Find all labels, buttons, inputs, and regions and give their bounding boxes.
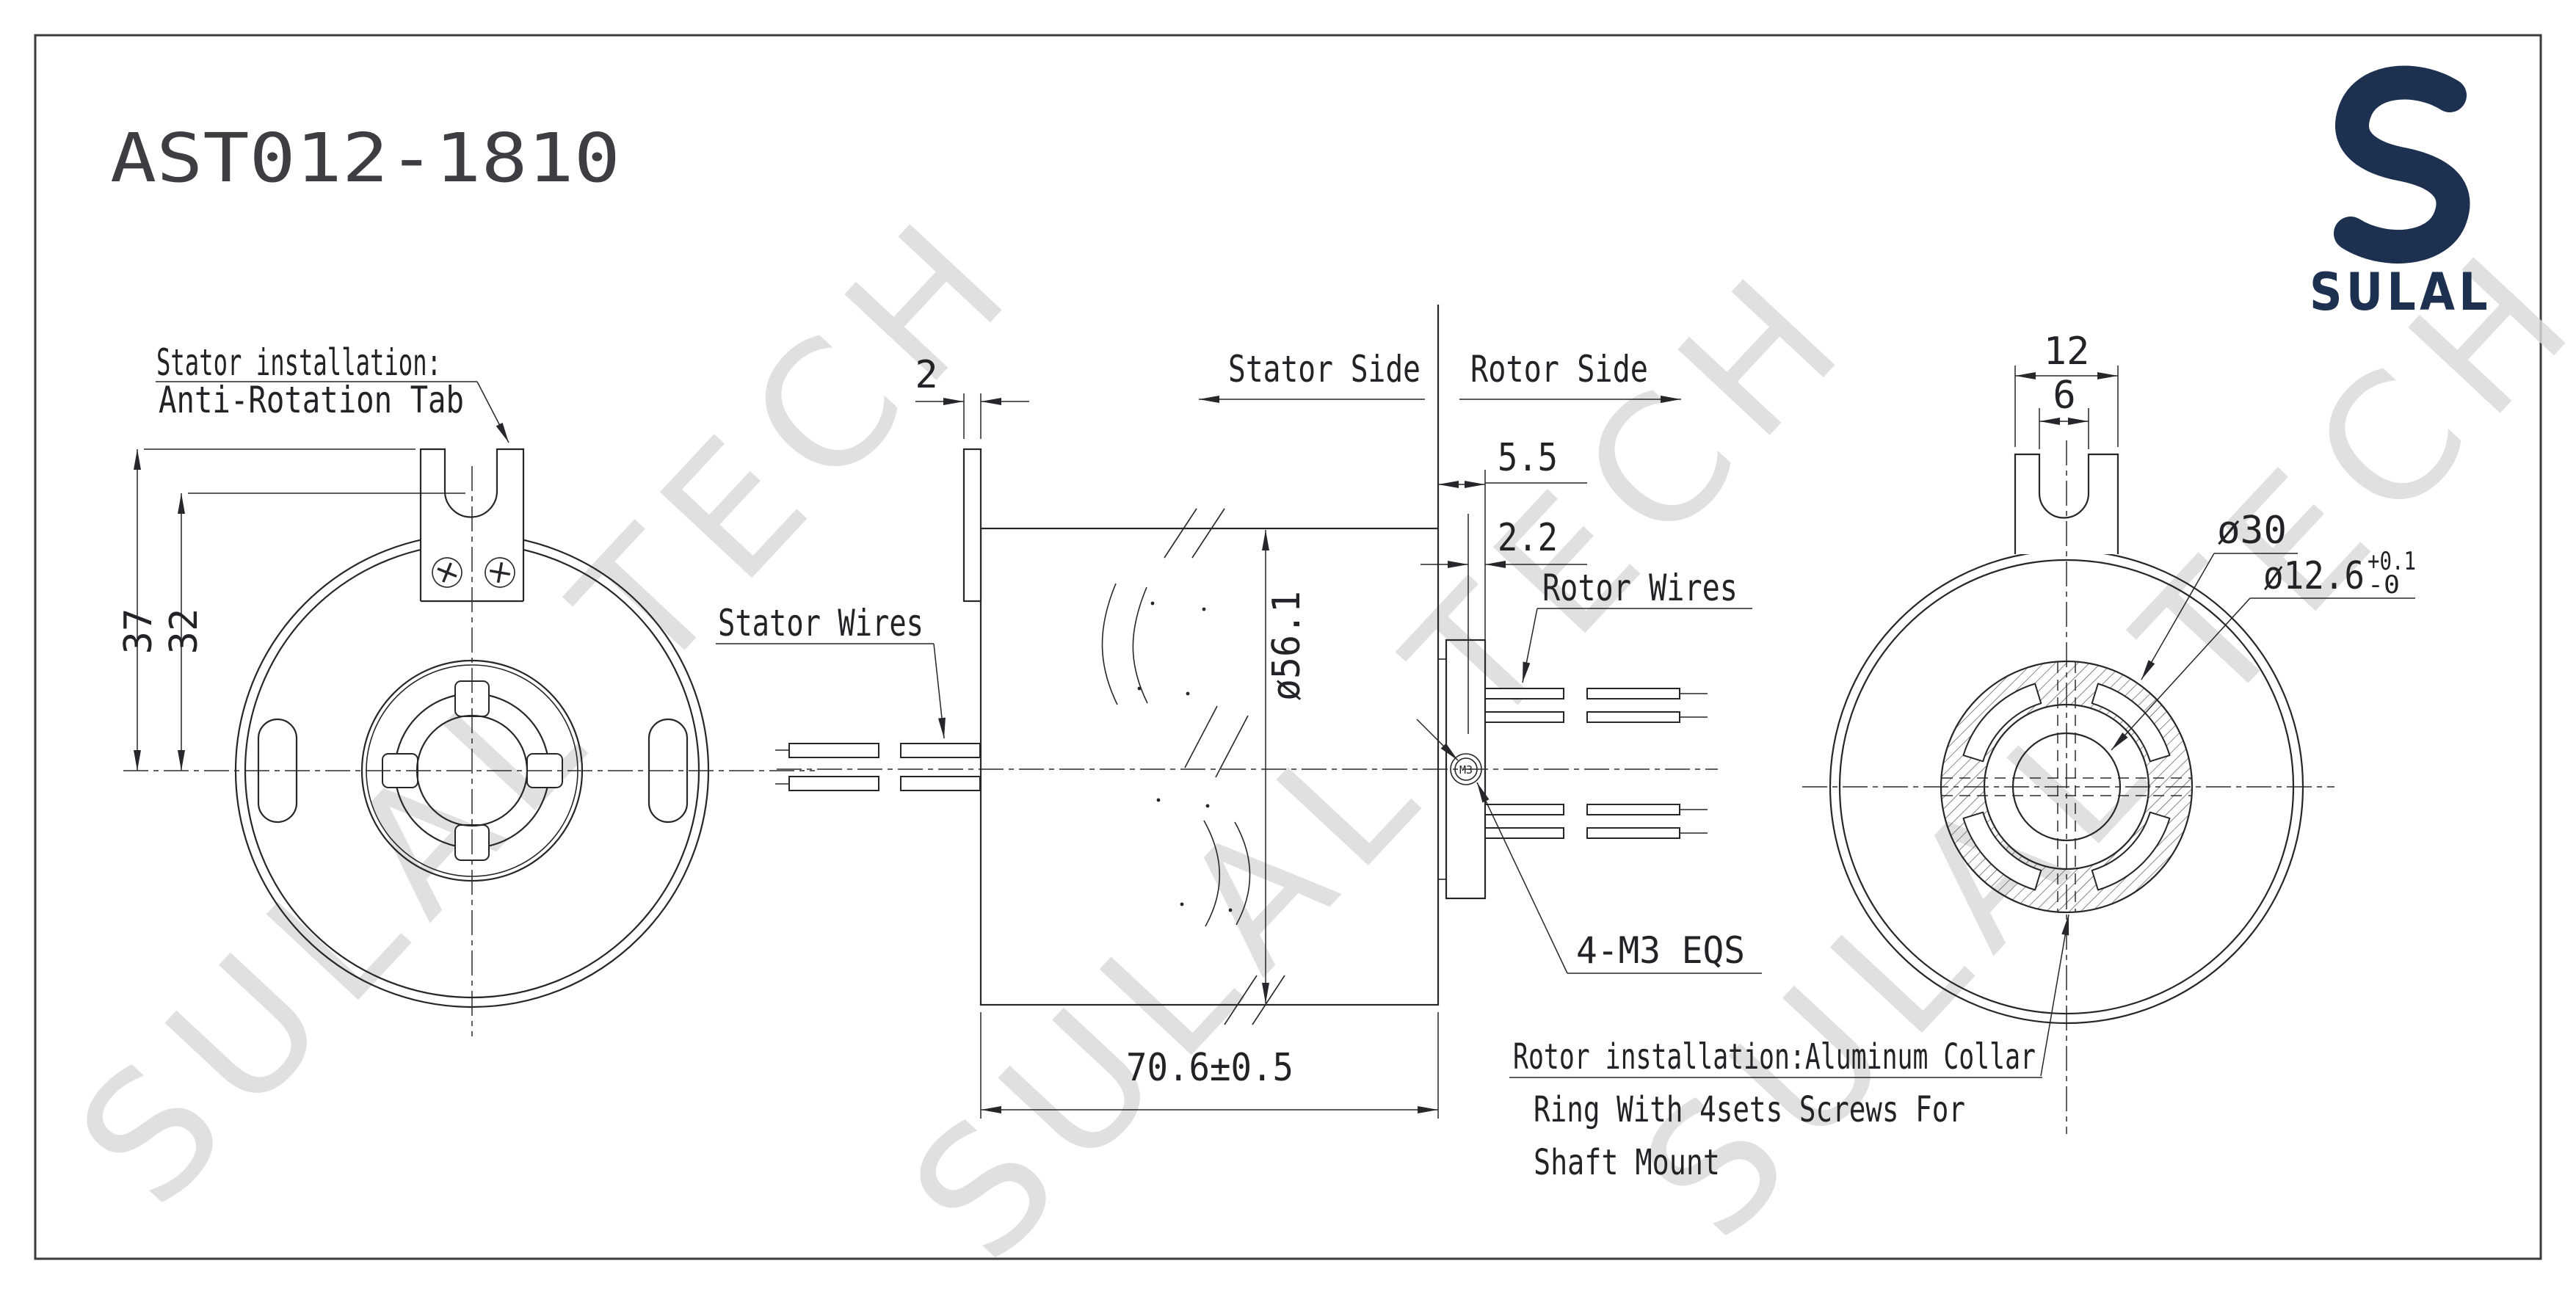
dim-30-text: ø30	[2217, 509, 2287, 553]
rotor-note-line1: Rotor installation:Aluminum Collar	[1513, 1036, 2036, 1077]
front-view: 37 32 Stator installation: Anti-Rotation…	[117, 341, 815, 1036]
stator-side-label: Stator Side	[1228, 348, 1421, 390]
logo: SULAL	[2310, 65, 2492, 322]
tab-screw-left	[432, 557, 462, 588]
dim-55-text: 5.5	[1498, 436, 1558, 480]
rotor-end-view: 12 6 ø30 ø12.6 +0.1 -0 Rotor installatio…	[1509, 330, 2416, 1183]
kidney-slot-ne	[2091, 683, 2171, 763]
stator-wires	[775, 743, 981, 791]
kidney-slot-sw	[1962, 811, 2042, 891]
stator-installation-label-2: Anti-Rotation Tab	[159, 379, 464, 421]
rotor-side-label: Rotor Side	[1470, 348, 1648, 390]
dim-6-text: 6	[2053, 374, 2075, 418]
stator-installation-leader	[476, 381, 509, 443]
screw-spec-leader	[1476, 782, 1568, 974]
kidney-slot-se	[2091, 811, 2171, 891]
screw-spec-label: 4-M3 EQS	[1576, 929, 1745, 972]
dim-126-leader	[2111, 597, 2251, 751]
tab-screw-right	[485, 557, 515, 588]
screw-pointer-leader	[1416, 719, 1459, 761]
kidney-slot-nw	[1962, 683, 2042, 763]
stator-wires-leader	[933, 643, 946, 739]
watermark-text: SULAL TECH	[41, 174, 1057, 1243]
dim-126-text: ø12.6	[2263, 554, 2365, 598]
dim-32-text: 32	[162, 608, 206, 655]
rotor-note-line3: Shaft Mount	[1534, 1142, 1720, 1183]
rotor-wires-leader	[1522, 608, 1538, 683]
rotor-note-leader	[2040, 914, 2069, 1077]
dim-12-text: 12	[2044, 330, 2090, 374]
drawing-title: AST012-1810	[110, 119, 620, 197]
body-outline	[979, 527, 1440, 1006]
m3-screw-mark: M3	[1459, 763, 1473, 777]
rotor-view-tab	[2014, 453, 2119, 554]
dim-561-text: ø56.1	[1265, 591, 1309, 701]
stator-installation-label-1: Stator installation:	[156, 341, 441, 384]
dim-37-text: 37	[117, 608, 161, 655]
stator-wires-label: Stator Wires	[718, 602, 924, 644]
dim-2-text: 2	[915, 353, 937, 397]
rotor-wires-label: Rotor Wires	[1542, 567, 1738, 609]
dim-30-leader	[2141, 553, 2215, 680]
logo-s-icon	[2334, 65, 2470, 263]
dim-126-tol-minus: -0	[2368, 570, 2400, 600]
sheet-border	[34, 34, 2542, 1260]
logo-brand-text: SULAL	[2310, 262, 2492, 322]
break-marks	[1101, 508, 1285, 1025]
side-view: M3	[716, 305, 1762, 1119]
tab-side-profile	[962, 448, 982, 603]
dim-126-tol-plus: +0.1	[2368, 547, 2416, 576]
rotor-note-line2: Ring With 4sets Screws For	[1534, 1089, 1965, 1130]
dim-22-text: 2.2	[1498, 516, 1558, 560]
dim-706-text: 70.6±0.5	[1126, 1046, 1294, 1090]
rotor-wires	[1484, 688, 1708, 839]
